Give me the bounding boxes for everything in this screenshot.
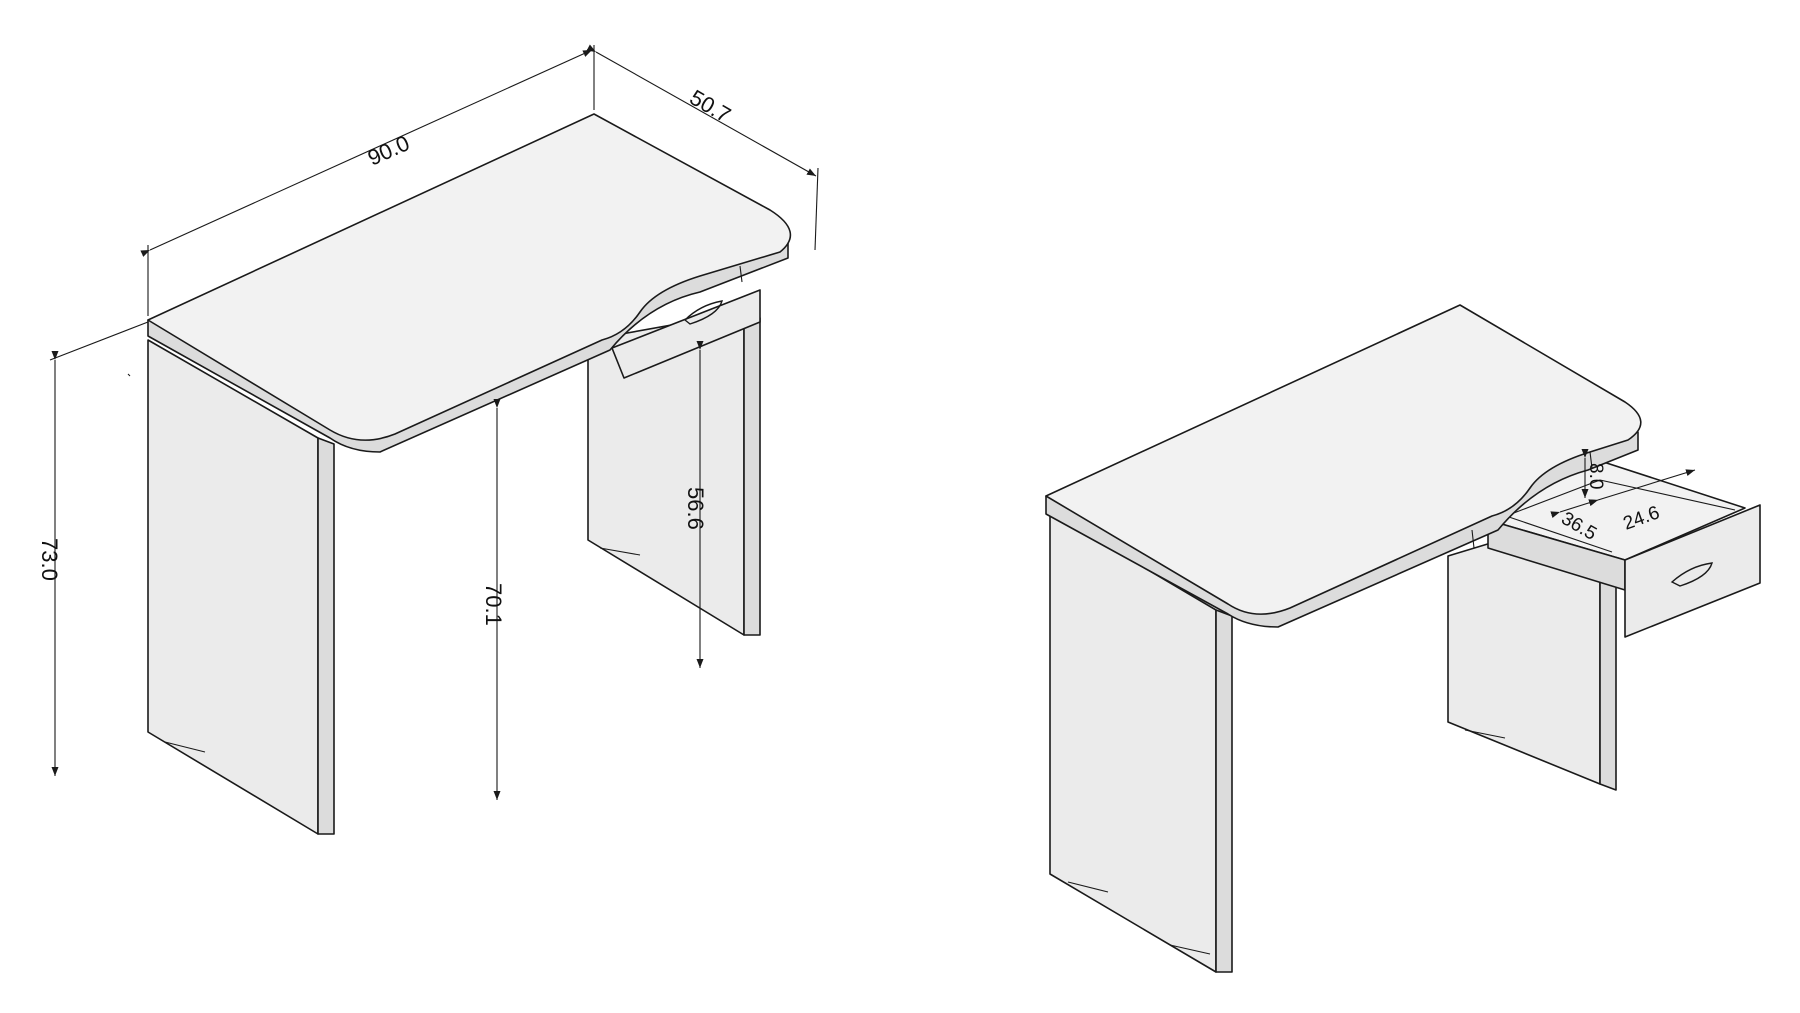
- right-desk-view: 8.0 36.5 24.6: [1045, 304, 1761, 973]
- left-drawer-clearance-dimension: 56.6: [683, 341, 708, 668]
- left-desk-view: 90.0 50.7 73.0 70.1 56.6: [37, 44, 819, 835]
- right-desk-left-leg: [1049, 511, 1233, 973]
- drawer-height-label: 8.0: [1585, 463, 1606, 489]
- drawer-clearance-label: 56.6: [683, 487, 708, 530]
- left-height-dimension: 73.0: [37, 321, 149, 776]
- clearance-label: 70.1: [481, 583, 506, 626]
- right-desk-top: [1045, 304, 1642, 628]
- left-desk-left-leg: [147, 339, 335, 835]
- left-drawer-handle: [683, 300, 723, 325]
- left-desk-right-leg: [587, 311, 761, 636]
- height-label: 73.0: [37, 538, 62, 581]
- left-clearance-dimension: 70.1: [481, 399, 506, 800]
- left-desk-top: [147, 113, 792, 453]
- width-label: 90.0: [364, 130, 413, 170]
- depth-label: 50.7: [686, 85, 736, 128]
- right-drawer-handle: [1670, 562, 1713, 587]
- left-desk-drawer: [611, 289, 761, 379]
